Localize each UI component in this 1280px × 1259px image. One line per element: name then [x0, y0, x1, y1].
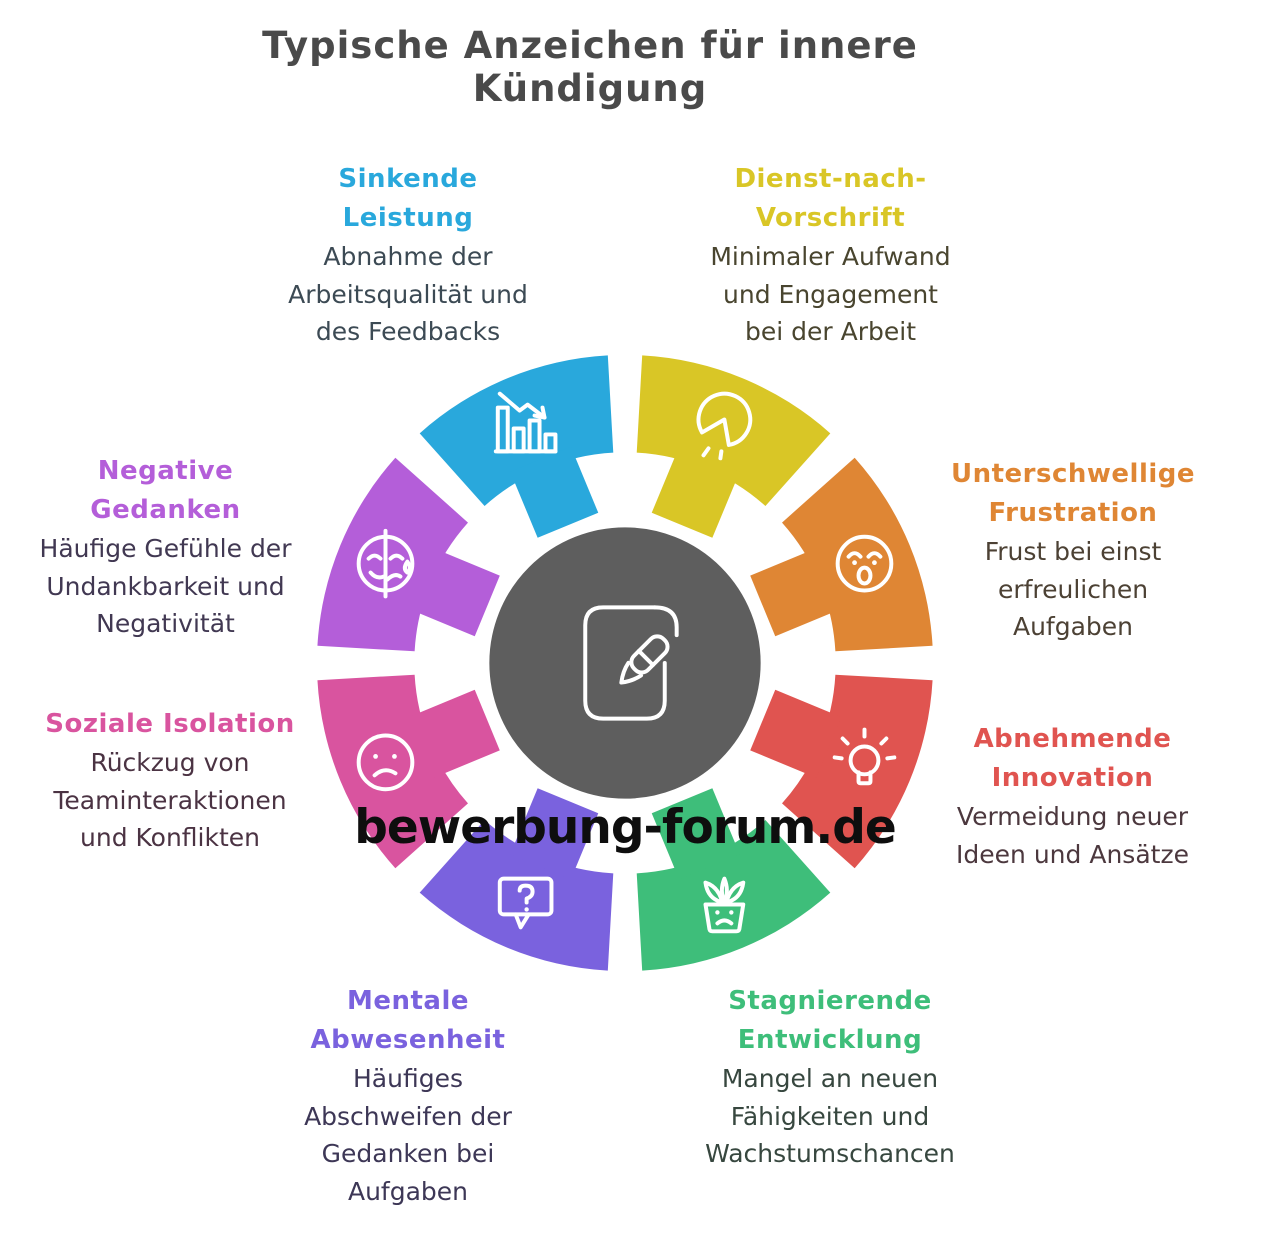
item-description: Häufiges Abschweifen der Gedanken bei Au…: [304, 1064, 512, 1206]
pie-chart-slice-icon: [696, 391, 753, 461]
center-hub-circle: [482, 520, 768, 806]
item-description: Vermeidung neuer Ideen und Ansätze: [956, 802, 1189, 869]
item-description: Abnahme der Arbeitsqualität und des Feed…: [288, 242, 528, 346]
segment-ring: [317, 457, 468, 652]
item-heading: Stagnierende Entwicklung: [728, 986, 932, 1055]
item-heading: Abnehmende Innovation: [973, 724, 1172, 793]
declining-bar-chart-icon: [493, 391, 558, 454]
wheel-segment-stagnierende-entwicklung: [636, 788, 831, 971]
item-heading: Negative Gedanken: [90, 456, 241, 525]
item-heading: Dienst-nach-Vorschrift: [734, 164, 927, 233]
segment-spoke: [408, 548, 500, 637]
wheel-segment-negative-gedanken: [317, 457, 500, 652]
label-block-dienst-nach-vorschrift: Dienst-nach-Vorschrift Minimaler Aufwand…: [708, 160, 953, 351]
item-description: Häufige Gefühle der Undankbarkeit und Ne…: [39, 534, 292, 638]
segment-ring: [636, 355, 831, 506]
segment-spoke: [750, 548, 842, 637]
segmented-wheel-diagram: [317, 355, 933, 971]
segment-spoke: [510, 446, 599, 538]
wheel-segment-dienst-nach-vorschrift: [636, 355, 831, 538]
label-block-abnehmende-innovation: Abnehmende Innovation Vermeidung neuer I…: [955, 720, 1190, 873]
sad-face-icon: [356, 733, 415, 792]
item-heading: Sinkende Leistung: [338, 164, 478, 233]
half-happy-half-sad-face-icon: [356, 528, 415, 599]
watermark-text: bewerbung-forum.de: [354, 800, 896, 855]
lightbulb-icon: [832, 727, 897, 786]
segment-spoke: [750, 689, 842, 778]
label-block-soziale-isolation: Soziale Isolation Rückzug von Teamintera…: [40, 705, 300, 857]
label-block-sinkende-leistung: Sinkende Leistung Abnahme der Arbeitsqua…: [288, 160, 528, 351]
segment-ring: [419, 355, 614, 506]
surprised-face-icon: [835, 534, 894, 593]
item-description: Mangel an neuen Fähigkeiten und Wachstum…: [705, 1064, 955, 1168]
segment-ring: [419, 820, 614, 971]
item-heading: Mentale Abwesenheit: [310, 986, 506, 1055]
sad-plant-pot-icon: [703, 876, 746, 934]
item-description: Frust bei einst erfreulichen Aufgaben: [984, 537, 1162, 641]
item-heading: Unterschwellige Frustration: [950, 459, 1196, 528]
document-pen-icon: [583, 605, 679, 721]
question-speech-bubble-icon: [497, 876, 554, 930]
item-heading: Soziale Isolation: [45, 709, 295, 739]
segment-ring: [636, 820, 831, 971]
label-block-stagnierende-entwicklung: Stagnierende Entwicklung Mangel an neuen…: [678, 982, 982, 1173]
item-description: Minimaler Aufwand und Engagement bei der…: [710, 242, 951, 346]
wheel-segment-sinkende-leistung: [419, 355, 614, 538]
segment-spoke: [408, 689, 500, 778]
segment-spoke: [651, 788, 740, 880]
item-description: Rückzug von Teaminteraktionen und Konfli…: [53, 748, 287, 852]
segment-spoke: [651, 446, 740, 538]
wheel-segment-mentale-abwesenheit: [419, 788, 614, 971]
segment-spoke: [510, 788, 599, 880]
label-block-unterschwellige-frustration: Unterschwellige Frustration Frust bei ei…: [943, 455, 1203, 646]
label-block-negative-gedanken: Negative Gedanken Häufige Gefühle der Un…: [38, 452, 293, 643]
label-block-mentale-abwesenheit: Mentale Abwesenheit Häufiges Abschweifen…: [283, 982, 533, 1210]
page-title: Typische Anzeichen für innere Kündigung: [262, 24, 918, 110]
